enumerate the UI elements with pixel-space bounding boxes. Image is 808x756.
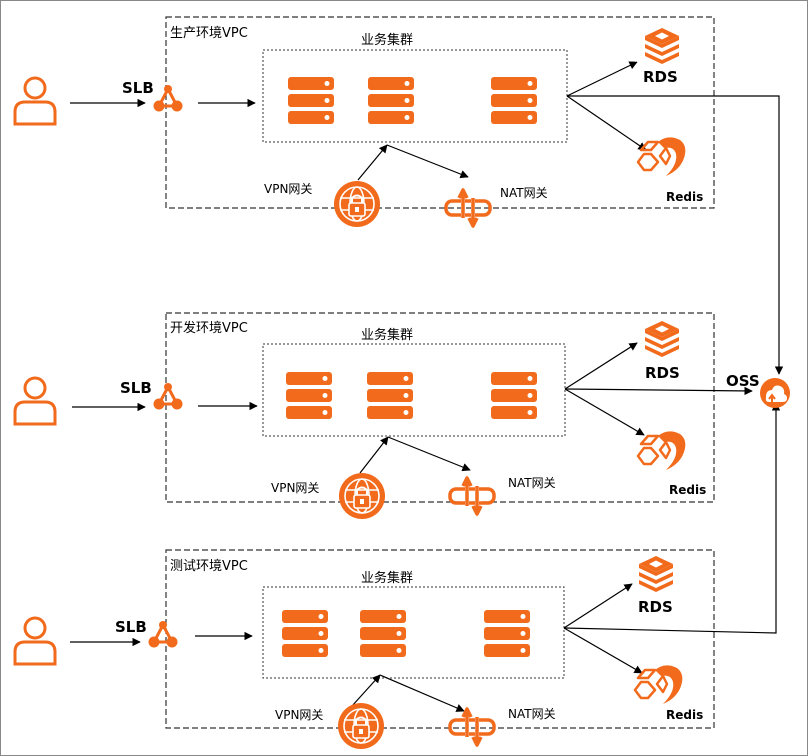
vpn-label: VPN网关 (264, 182, 312, 196)
redis-label: Redis (669, 483, 706, 497)
arrow-prod-oss (567, 95, 784, 375)
arrow-cluster-oss (564, 386, 753, 396)
server-icon (360, 610, 406, 657)
server-icon (484, 610, 530, 657)
slb-label: SLB (120, 379, 152, 397)
redis-icon (633, 664, 684, 706)
redis-icon (636, 430, 687, 472)
rds-icon (645, 321, 679, 357)
cluster-title: 业务集群 (361, 570, 413, 586)
rds-label: RDS (645, 364, 680, 382)
arrow-cluster-redis (566, 95, 647, 151)
slb-icon (152, 83, 184, 113)
vpn-label: VPN网关 (275, 708, 323, 722)
cluster-box (262, 343, 566, 437)
server-icon (367, 372, 413, 419)
vpc-title: 开发环境VPC (170, 320, 248, 336)
slb-icon (152, 381, 184, 411)
arrow-vpn-cluster (357, 144, 388, 181)
arrow-cluster-redis (563, 627, 643, 674)
nat-label: NAT网关 (508, 476, 556, 490)
arrow-cluster-rds (563, 583, 633, 629)
redis-label: Redis (666, 708, 703, 722)
cluster-title: 业务集群 (361, 327, 413, 343)
arrow-vpn-cluster (359, 436, 389, 474)
vpn-icon (333, 180, 381, 228)
rds-label: RDS (643, 68, 678, 86)
vpc-boundary (165, 312, 715, 503)
server-icon (288, 77, 334, 124)
user-icon (13, 76, 57, 126)
arrow-cluster-nat (386, 144, 469, 179)
arrow-cluster-nat (387, 436, 471, 472)
server-icon (491, 77, 537, 124)
vpn-icon (337, 702, 385, 750)
nat-label: NAT网关 (500, 186, 548, 200)
slb-icon (147, 619, 179, 649)
server-icon (368, 77, 414, 124)
nat-icon (448, 706, 496, 748)
redis-label: Redis (666, 190, 703, 204)
arrow-cluster-redis (564, 388, 645, 436)
arrow-cluster-rds (566, 61, 638, 97)
arrow-test-oss (563, 402, 781, 634)
vpc-testing: 测试环境VPC 业务集群 SLB RDS Redis VPN网关 NAT网关 (13, 549, 715, 750)
oss-icon (759, 377, 791, 409)
user-icon (13, 376, 57, 426)
redis-icon (636, 136, 687, 178)
vpc-boundary (165, 549, 715, 729)
server-icon (282, 610, 328, 657)
server-icon (491, 372, 537, 419)
server-icon (286, 372, 332, 419)
vpn-icon (338, 472, 386, 520)
nat-label: NAT网关 (508, 707, 556, 721)
arrow-cluster-rds (564, 342, 638, 390)
slb-label: SLB (115, 618, 147, 636)
vpc-development: 开发环境VPC 业务集群 SLB RDS Redis VPN网关 NAT网关 (13, 312, 753, 520)
oss-label: OSS (726, 372, 760, 390)
rds-icon (645, 28, 679, 64)
user-icon (13, 616, 57, 666)
slb-label: SLB (122, 79, 154, 97)
rds-label: RDS (638, 598, 673, 616)
arrow-vpn-cluster (351, 674, 381, 707)
vpc-boundary (165, 16, 715, 209)
vpc-title: 测试环境VPC (170, 559, 248, 574)
vpc-production: 生产环境VPC 业务集群 SLB RDS Redis VPN网关 NAT网关 (13, 16, 715, 229)
arrow-cluster-nat (379, 674, 465, 712)
rds-icon (639, 556, 673, 592)
nat-icon (448, 475, 496, 517)
vpc-title: 生产环境VPC (170, 26, 248, 41)
vpn-label: VPN网关 (271, 481, 319, 495)
cluster-title: 业务集群 (361, 32, 413, 48)
